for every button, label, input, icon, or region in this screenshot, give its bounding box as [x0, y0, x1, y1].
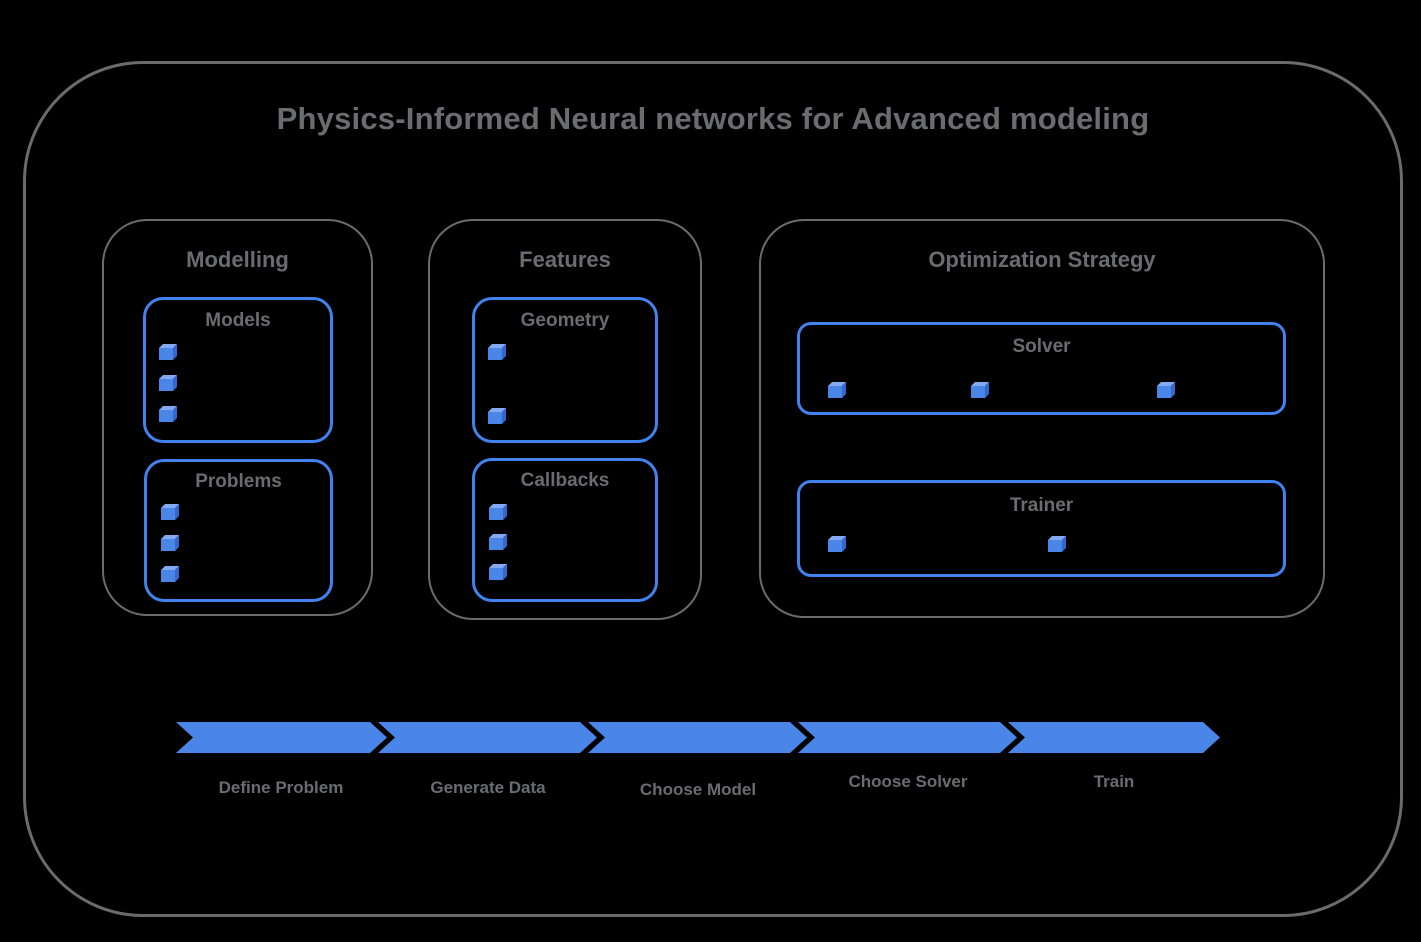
workflow-step-label-2: Generate Data — [430, 778, 546, 797]
solver-group: Solver — [797, 322, 1286, 415]
optimization-section: Optimization Strategy — [759, 219, 1325, 618]
features-section-title: Features — [519, 247, 611, 272]
solver-group-title: Solver — [1012, 336, 1071, 357]
workflow-step-label-1: Define Problem — [218, 778, 344, 797]
callbacks-group: Callbacks — [472, 458, 658, 602]
cube-icon — [1048, 540, 1062, 552]
trainer-cube-list — [828, 540, 1062, 552]
geometry-group: Geometry — [472, 297, 658, 443]
cube-icon — [161, 539, 175, 551]
workflow-arrow-segment-2 — [378, 722, 597, 753]
callbacks-group-title: Callbacks — [520, 470, 610, 491]
trainer-group: Trainer — [797, 480, 1286, 577]
callbacks-cube-list — [489, 508, 503, 580]
workflow-step-label-3: Choose Model — [639, 780, 757, 799]
cube-icon — [161, 570, 175, 582]
models-group: Models — [143, 297, 333, 443]
workflow-arrow — [176, 722, 1220, 753]
workflow-arrow-segment-4 — [798, 722, 1017, 753]
problems-cube-list — [161, 508, 175, 582]
cube-icon — [161, 508, 175, 520]
geometry-cube-list — [488, 348, 502, 424]
problems-group: Problems — [144, 459, 333, 602]
optimization-section-title: Optimization Strategy — [928, 247, 1156, 272]
workflow-arrow-segment-3 — [588, 722, 807, 753]
workflow-step-label-5: Train — [1093, 772, 1135, 791]
cube-icon — [489, 508, 503, 520]
cube-icon — [488, 348, 502, 360]
cube-icon — [828, 386, 842, 398]
trainer-group-title: Trainer — [1009, 495, 1074, 516]
cube-icon — [489, 538, 503, 550]
cube-icon — [971, 386, 985, 398]
cube-icon — [159, 410, 173, 422]
cube-icon — [489, 568, 503, 580]
models-cube-list — [159, 348, 173, 422]
cube-icon — [1157, 386, 1171, 398]
modelling-section-title: Modelling — [186, 247, 289, 272]
workflow-arrow-segment-1 — [176, 722, 387, 753]
cube-icon — [159, 348, 173, 360]
geometry-group-title: Geometry — [520, 310, 610, 331]
features-section: Features — [428, 219, 702, 620]
workflow-arrow-segment-5 — [1008, 722, 1220, 753]
cube-icon — [828, 540, 842, 552]
cube-icon — [488, 412, 502, 424]
solver-cube-list — [828, 386, 1171, 398]
workflow-step-label-4: Choose Solver — [848, 772, 968, 791]
problems-group-title: Problems — [195, 471, 282, 492]
modelling-section: Modelling — [102, 219, 373, 616]
page-title: Physics-Informed Neural networks for Adv… — [276, 101, 1150, 136]
cube-icon — [159, 379, 173, 391]
models-group-title: Models — [205, 310, 271, 331]
main-container — [23, 61, 1403, 917]
